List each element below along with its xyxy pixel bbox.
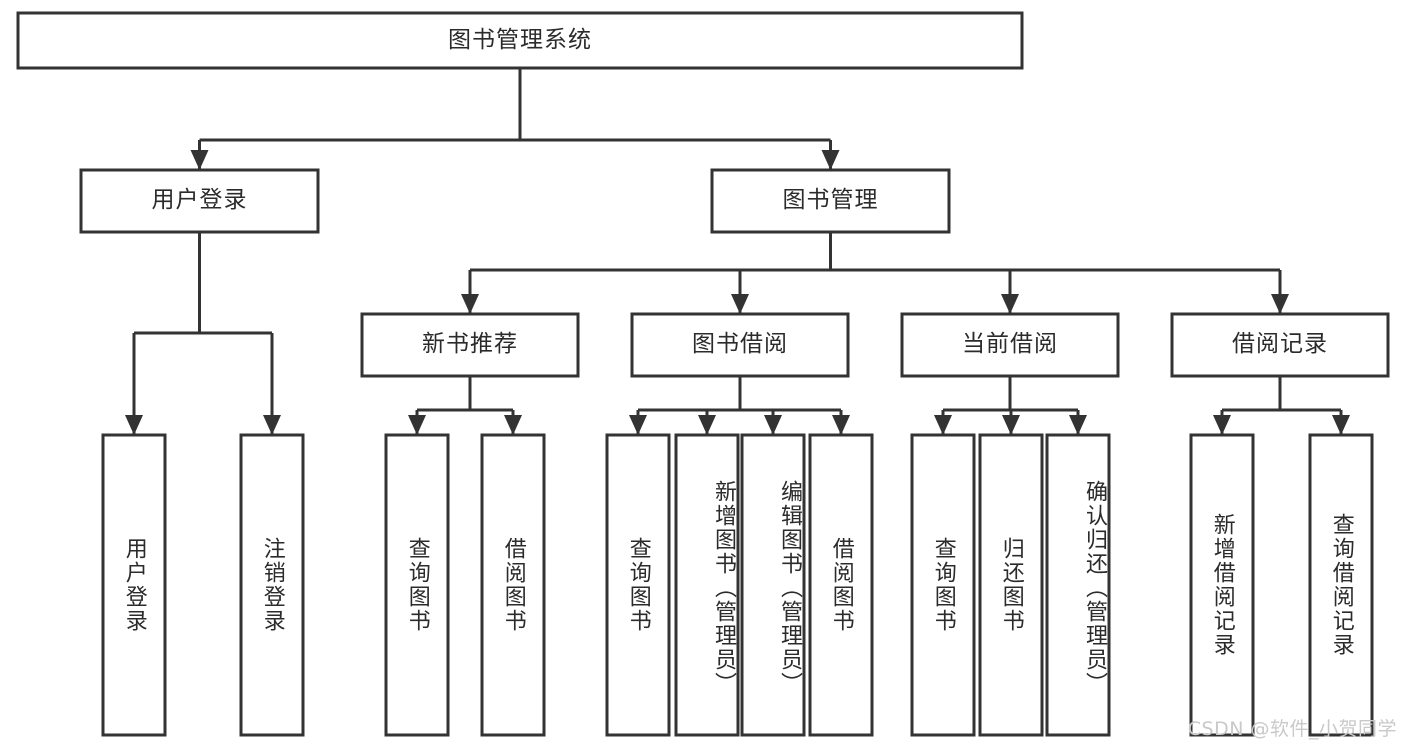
leaf-box-leaf-return-book[interactable] [978, 433, 1044, 737]
leaf-box-leaf-query-books-current[interactable] [910, 433, 976, 737]
arrow-head-icon-leaf-logout [263, 415, 281, 435]
leaf-box-leaf-query-books-borrow[interactable] [605, 433, 671, 737]
node-box-user-login[interactable] [79, 168, 320, 234]
edges-layer [125, 68, 1350, 435]
leaf-box-leaf-add-borrow-record[interactable] [1189, 433, 1255, 737]
node-box-root[interactable] [16, 11, 1024, 70]
leaf-box-leaf-user-login[interactable] [101, 433, 167, 737]
arrow-head-icon-leaf-edit-book [764, 415, 782, 435]
arrow-head-icon-leaf-query-books-borrow [629, 415, 647, 435]
arrow-head-icon-leaf-confirm-return [1069, 415, 1087, 435]
leaf-box-leaf-confirm-return[interactable] [1045, 433, 1111, 737]
leaf-box-leaf-borrow-book[interactable] [808, 433, 874, 737]
arrow-head-icon-user-login [190, 150, 209, 170]
arrow-head-icon-leaf-borrow-books-rec [504, 415, 522, 435]
node-box-borrow-record[interactable] [1170, 312, 1390, 378]
arrow-head-icon-leaf-user-login [125, 415, 143, 435]
arrow-head-icon-leaf-query-books-rec [408, 415, 426, 435]
leaf-box-leaf-edit-book[interactable] [740, 433, 806, 737]
arrow-head-icon-leaf-borrow-book [832, 415, 850, 435]
leaf-box-leaf-add-book[interactable] [674, 433, 740, 737]
node-box-book-management[interactable] [710, 168, 951, 234]
arrow-head-icon-current-borrow [1001, 294, 1019, 314]
arrow-head-icon-borrow-record [1271, 294, 1289, 314]
leaf-box-leaf-query-books-rec[interactable] [384, 433, 450, 737]
arrow-head-icon-leaf-query-books-current [934, 415, 952, 435]
arrow-head-icon-leaf-query-borrow-record [1332, 415, 1350, 435]
arrow-head-icon-leaf-return-book [1002, 415, 1020, 435]
leaf-box-leaf-logout[interactable] [239, 433, 305, 737]
node-box-book-borrow[interactable] [630, 312, 850, 378]
leaf-box-leaf-query-borrow-record[interactable] [1308, 433, 1374, 737]
arrow-head-icon-new-book-recommend [461, 294, 479, 314]
arrow-head-icon-leaf-add-borrow-record [1213, 415, 1231, 435]
leaf-box-leaf-borrow-books-rec[interactable] [480, 433, 546, 737]
boxes-layer [16, 11, 1390, 737]
node-box-current-borrow[interactable] [900, 312, 1120, 378]
arrow-head-icon-book-management [821, 150, 840, 170]
node-box-new-book-recommend[interactable] [360, 312, 580, 378]
arrow-head-icon-leaf-add-book [698, 415, 716, 435]
arrow-head-icon-book-borrow [731, 294, 749, 314]
